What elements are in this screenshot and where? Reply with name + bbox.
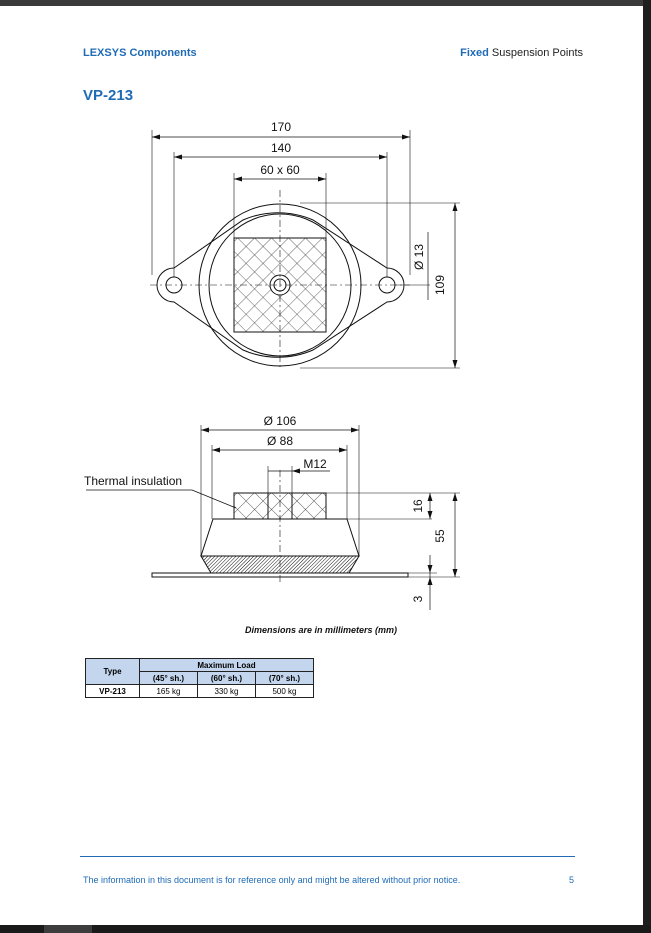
document-page (0, 6, 643, 925)
viewer-bottom-tab[interactable] (44, 925, 92, 933)
header-company: LEXSYS Components (83, 47, 197, 59)
product-title: VP-213 (83, 87, 134, 104)
dim-hole-diameter: Ø 13 (412, 244, 426, 270)
header-section: Fixed Suspension Points (460, 47, 583, 59)
row-type: VP-213 (85, 684, 140, 698)
max-load-table: Type Maximum Load (45° sh.) (60° sh.) (7… (85, 658, 314, 698)
label-thermal-insulation: Thermal insulation (84, 474, 182, 488)
dim-55: 55 (433, 529, 447, 543)
viewer-top-edge (0, 0, 651, 6)
col-70-header: (70° sh.) (255, 671, 314, 685)
load-45: 165 kg (139, 684, 198, 698)
dim-170: 170 (271, 120, 291, 134)
type-header: Type (85, 658, 140, 685)
footer-divider (80, 856, 575, 857)
dim-109: 109 (433, 275, 447, 295)
top-view-arrows (152, 134, 458, 368)
table-row: VP-213 165 kg 330 kg 500 kg (85, 684, 314, 698)
header-section-accent: Fixed (460, 47, 489, 59)
side-view (86, 425, 460, 610)
header-section-rest: Suspension Points (488, 47, 583, 59)
viewer-scrollbar[interactable] (643, 0, 651, 933)
viewer-bottom-bar (0, 925, 651, 933)
max-load-header: Maximum Load (139, 658, 314, 672)
load-60: 330 kg (197, 684, 256, 698)
dim-thread: M12 (303, 457, 327, 471)
footer-notice: The information in this document is for … (83, 875, 461, 885)
dimensions-caption: Dimensions are in millimeters (mm) (245, 625, 398, 635)
side-view-arrows (201, 427, 458, 585)
col-60-header: (60° sh.) (197, 671, 256, 685)
top-view (150, 130, 460, 370)
page-number: 5 (569, 875, 575, 885)
dim-outer-diameter: Ø 106 (264, 414, 297, 428)
dim-140: 140 (271, 141, 291, 155)
load-70: 500 kg (255, 684, 314, 698)
col-45-header: (45° sh.) (139, 671, 198, 685)
dim-3: 3 (411, 595, 425, 602)
dim-60x60: 60 x 60 (260, 163, 300, 177)
dim-16: 16 (411, 499, 425, 513)
dim-inner-diameter: Ø 88 (267, 434, 293, 448)
